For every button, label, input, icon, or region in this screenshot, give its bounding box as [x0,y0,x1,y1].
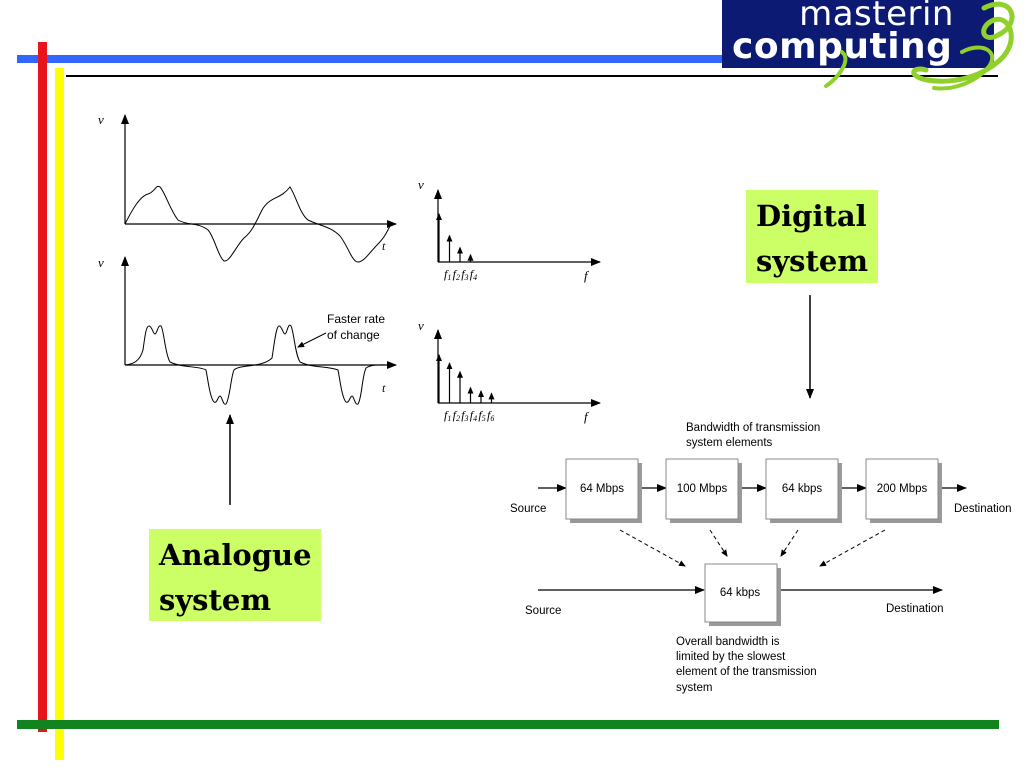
header-rule [66,75,998,77]
element-4-label: 200 Mbps [877,483,928,495]
bottom-spectrum-harmonic-label-6: f6 [487,408,494,423]
analogue-line2: system [159,583,272,617]
green-footer-bar [17,720,999,729]
digital-line2: system [756,244,869,278]
overall-element-label: 64 kbps [720,587,761,599]
mastering-computing-logo: masterin computing [722,0,1015,91]
top-spectrum-v-label: v [418,177,424,192]
element-box-3: 64 kbps [765,458,842,523]
bottom-spectrum-harmonic-label-4: f4 [470,408,477,423]
top-waveform-v-label: v [98,112,104,127]
top-waveform-graph: v t [98,112,397,263]
digital-system-callout: Digital system [746,190,878,283]
overall-element-box: 64 kbps [704,563,781,626]
dashed-arrow-1 [619,529,686,567]
overall-caption-line3: element of the transmission [676,666,817,678]
element-box-4: 200 Mbps [865,458,942,523]
dashed-arrow-4 [819,529,886,567]
bottom-waveform-graph: v t Faster rate of change [98,255,397,405]
element-box-1: 64 Mbps [565,458,642,523]
faster-rate-annotation-line1: Faster rate [327,312,385,326]
top-waveform-curve [124,185,391,263]
top-waveform-t-label: t [382,239,386,253]
dashed-arrow-3 [780,529,799,557]
element-2-label: 100 Mbps [677,483,728,495]
top-spectrum-harmonic-label-2: f2 [453,267,460,282]
bandwidth-title-line2: system elements [686,437,773,449]
bottom-spectrum-f-label: f [584,409,590,424]
analogue-line1: Analogue [159,538,312,572]
overall-source-label: Source [525,605,561,617]
dashed-arrow-2 [709,529,728,557]
digital-line1: Digital [756,199,867,233]
top-spectrum-harmonic-label-3: f3 [461,267,468,282]
yellow-vertical-bar [55,68,64,760]
faster-rate-pointer-arrow [297,332,327,348]
top-spectrum-f-label: f [584,268,590,283]
overall-destination-label: Destination [886,603,944,615]
bandwidth-diagram: Bandwidth of transmission system element… [510,422,1012,694]
red-vertical-bar [38,42,47,732]
logo-text-line1: masterin [799,0,954,34]
bottom-waveform-curve [124,324,391,405]
element-1-label: 64 Mbps [580,483,624,495]
bottom-spectrum-harmonic-label-1: f1 [444,408,451,423]
overall-caption-line2: limited by the slowest [676,651,786,663]
faster-rate-annotation-line2: of change [327,328,380,342]
analogue-system-callout: Analogue system [149,529,321,621]
logo-text-line2: computing [732,26,953,67]
bottom-spectrum-v-label: v [418,318,424,333]
element-3-label: 64 kbps [782,483,823,495]
bottom-waveform-v-label: v [98,255,104,270]
destination-label: Destination [954,503,1012,515]
blue-header-bar [17,55,737,63]
element-box-2: 100 Mbps [665,458,742,523]
overall-caption-line4: system [676,682,712,694]
bandwidth-title-line1: Bandwidth of transmission [686,422,820,434]
logo-swirl-icon [824,1,1015,91]
overall-caption-line1: Overall bandwidth is [676,636,780,648]
top-spectrum-harmonic-label-4: f4 [470,267,477,282]
bottom-spectrum-harmonic-label-3: f3 [461,408,468,423]
source-label: Source [510,503,546,515]
bottom-spectrum-harmonic-label-2: f2 [453,408,460,423]
bottom-spectrum-harmonic-label-5: f5 [478,408,485,423]
bottom-waveform-t-label: t [382,381,386,395]
top-spectrum-harmonic-label-1: f1 [444,267,451,282]
